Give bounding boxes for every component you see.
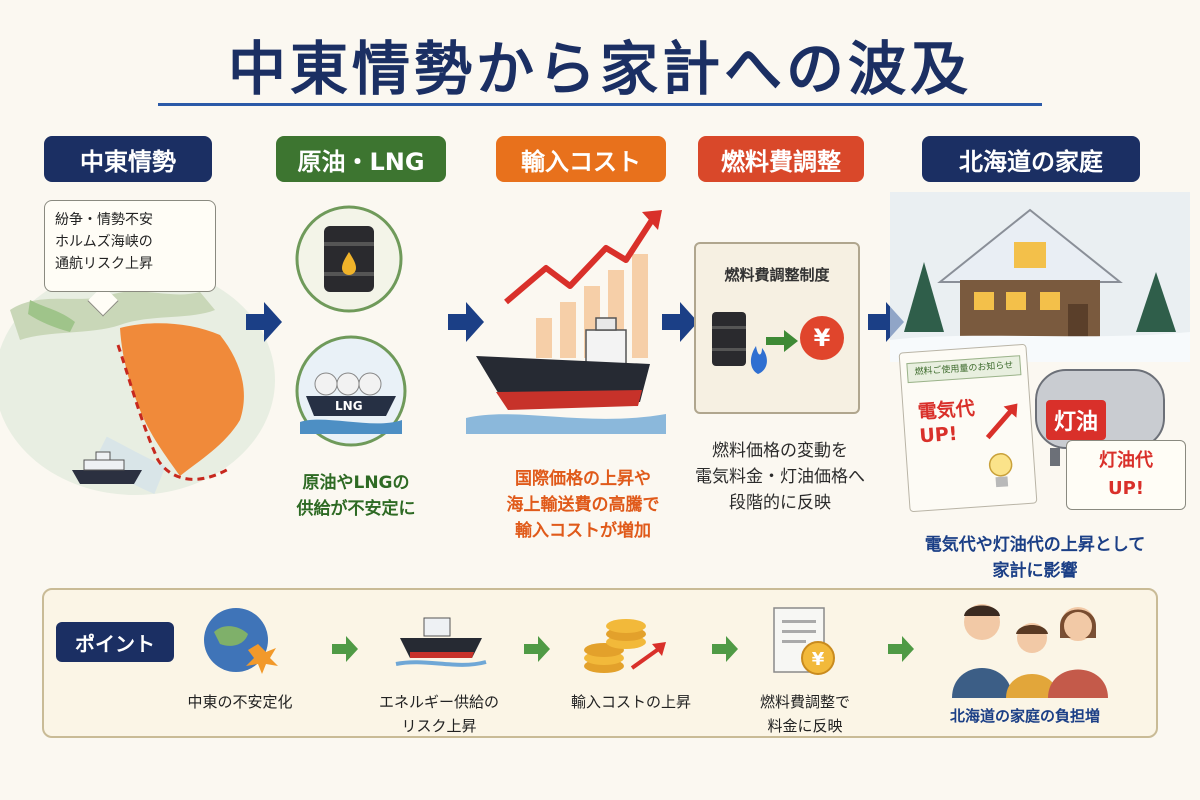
family-icon (952, 604, 1108, 698)
yen-symbol: ¥ (813, 324, 831, 352)
yen-coin-icon: ¥ (800, 316, 844, 360)
barrel-flame-icon (712, 312, 767, 374)
bill-yen-icon: ¥ (773, 607, 835, 675)
point-label-import-cost: 輸入コストの上昇 (546, 690, 716, 714)
flow-arrow-right-icon (662, 302, 698, 342)
red-up-arrow-icon (985, 403, 1018, 440)
point-label-line: 料金に反映 (767, 717, 843, 735)
step-badge-import-cost: 輸入コスト (496, 136, 666, 182)
lng-tag: LNG (335, 399, 363, 413)
electricity-up-label: 電気代 UP! (917, 397, 977, 449)
title-underline (158, 103, 1042, 106)
notice-up-line: UP! (918, 422, 959, 448)
lng-tanker-icon (295, 335, 407, 447)
callout-line: 紛争・情勢不安 (55, 212, 153, 228)
caption-line: 供給が不安定に (296, 499, 416, 519)
caption-line: 国際価格の上昇や (515, 469, 651, 489)
globe-explosion-icon (204, 608, 278, 674)
point-label-line: リスク上昇 (401, 717, 477, 735)
point-label-fuel-reflect: 燃料費調整で 料金に反映 (730, 690, 880, 738)
point-label-destabilization: 中東の不安定化 (160, 690, 320, 714)
kerosene-up-card: 灯油代 UP! (1066, 440, 1186, 510)
kerosene-tank-label: 灯油 (1046, 400, 1106, 440)
light-bulb-icon (988, 453, 1013, 488)
snowy-house-illustration (890, 192, 1190, 362)
oil-caption: 原油やLNGの 供給が不安定に (276, 470, 436, 522)
point-label-household-burden: 北海道の家庭の負担増 (920, 704, 1130, 728)
point-label-line: エネルギー供給の (378, 693, 499, 711)
step-badge-hokkaido-home: 北海道の家庭 (922, 136, 1140, 182)
middle-east-map-illustration (0, 265, 275, 495)
fuel-adjustment-title: 燃料費調整制度 (724, 266, 830, 284)
caption-line: 原油やLNGの (302, 473, 410, 493)
coin-stack-icon (584, 619, 666, 673)
risk-callout: 紛争・情勢不安 ホルムズ海峡の 通航リスク上昇 (44, 200, 216, 292)
small-arrow-right-icon (888, 636, 914, 662)
caption-line: 燃料価格の変動を (712, 441, 848, 461)
fuel-caption: 燃料価格の変動を 電気料金・灯油価格へ 段階的に反映 (680, 438, 880, 516)
page-title: 中東情勢から家計への波及 (227, 35, 972, 103)
caption-line: 電気料金・灯油価格へ (695, 467, 865, 487)
small-arrow-right-icon (712, 636, 738, 662)
caption-line: 段階的に反映 (729, 493, 831, 513)
small-arrow-right-icon (332, 636, 358, 662)
green-arrow-icon (766, 330, 798, 352)
caption-line: 電気代や灯油代の上昇として (924, 535, 1146, 555)
callout-line: ホルムズ海峡の (55, 234, 153, 250)
caption-line: 輸入コストが増加 (515, 521, 651, 541)
rising-cost-illustration (466, 210, 666, 434)
point-label-line: 中東の不安定化 (187, 693, 293, 711)
flow-arrow-right-icon (246, 302, 282, 342)
flow-arrow-right-icon (448, 302, 484, 342)
point-label-supply-risk: エネルギー供給の リスク上昇 (354, 690, 524, 738)
oil-barrel-icon (295, 205, 403, 313)
callout-line: 通航リスク上昇 (55, 256, 153, 272)
svg-text:¥: ¥ (812, 649, 825, 670)
step-badge-fuel-adjust: 燃料費調整 (698, 136, 864, 182)
points-badge: ポイント (56, 622, 174, 662)
point-label-line: 北海道の家庭の負担増 (949, 707, 1100, 725)
electricity-bill-notice: 燃料ご使用量のお知らせ 電気代 UP! (898, 343, 1038, 513)
cargo-ship-icon (395, 617, 487, 667)
point-label-line: 燃料費調整で (759, 693, 850, 711)
step-badge-oil-lng: 原油・LNG (276, 136, 446, 182)
notice-up-line: 電気代 (917, 397, 976, 424)
kerosene-up-line: UP! (1107, 478, 1145, 499)
caption-line: 海上輸送費の高騰で (506, 495, 660, 515)
kerosene-up-line: 灯油代 (1099, 450, 1153, 471)
import-caption: 国際価格の上昇や 海上輸送費の高騰で 輸入コストが増加 (488, 466, 678, 544)
point-label-line: 輸入コストの上昇 (570, 693, 691, 711)
small-arrow-right-icon (524, 636, 550, 662)
home-caption: 電気代や灯油代の上昇として 家計に影響 (900, 532, 1170, 584)
step-badge-middle-east: 中東情勢 (44, 136, 212, 182)
caption-line: 家計に影響 (992, 561, 1078, 581)
notice-title: 燃料ご使用量のお知らせ (906, 355, 1022, 384)
